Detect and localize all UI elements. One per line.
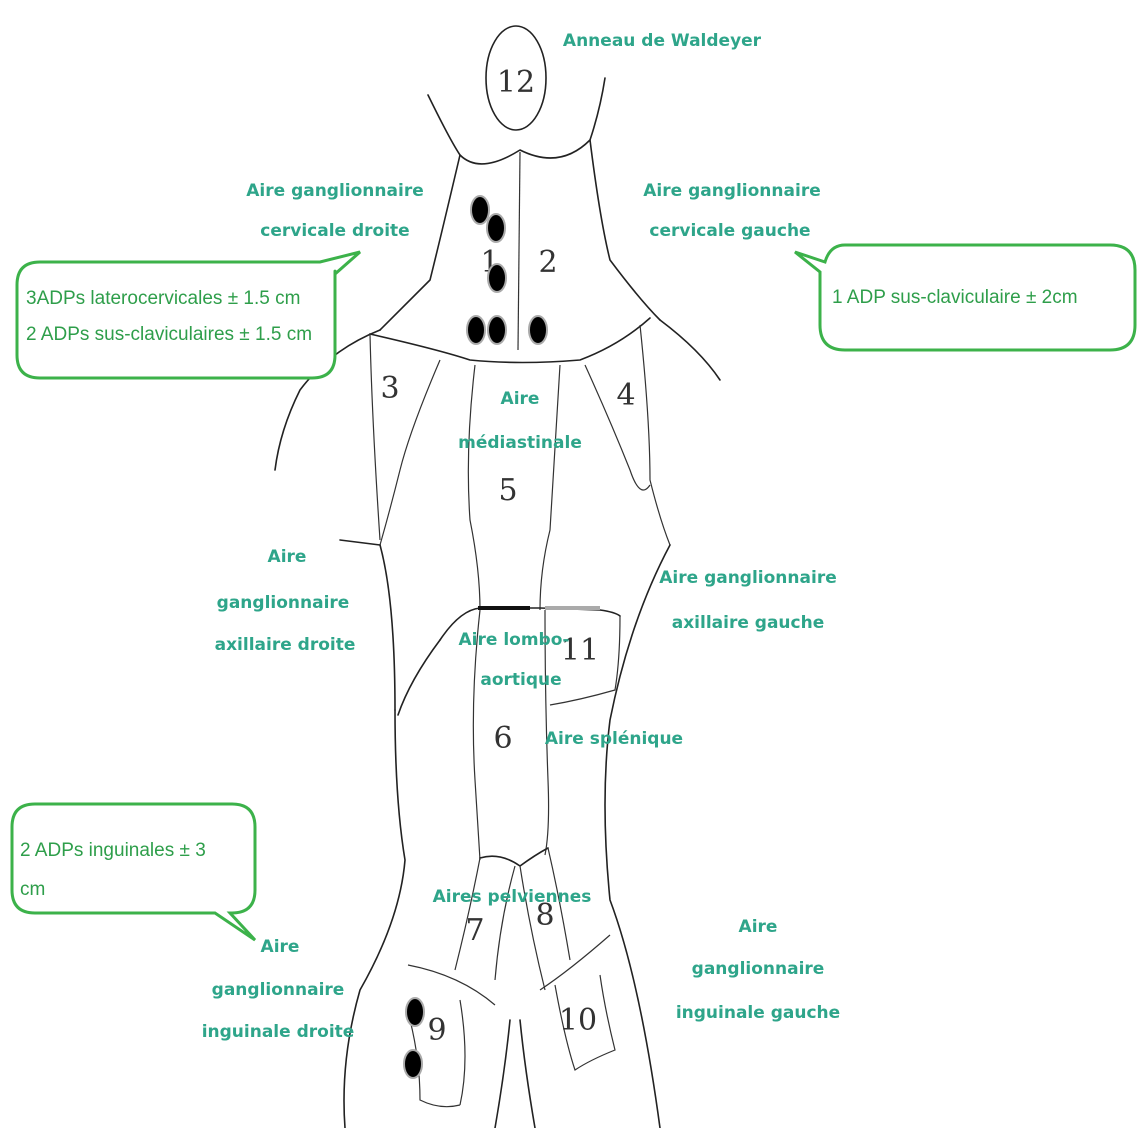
node-inguinal-2 bbox=[404, 1050, 422, 1078]
region-number-6: 6 bbox=[493, 721, 512, 756]
node-cervical-3 bbox=[488, 264, 506, 292]
callout-supraclavicular: 1 ADP sus-claviculaire ± 2cm bbox=[795, 245, 1135, 350]
label-mediastinale-1: Aire bbox=[501, 389, 540, 409]
title-waldeyer: Anneau de Waldeyer bbox=[563, 31, 762, 51]
left-torso-side bbox=[605, 545, 670, 1128]
right-torso-lower bbox=[344, 710, 405, 1128]
region-number-3: 3 bbox=[380, 371, 399, 406]
region-number-2: 2 bbox=[538, 245, 557, 280]
label-splenique: Aire splénique bbox=[545, 729, 683, 749]
region-number-10: 10 bbox=[559, 1003, 597, 1038]
label-cervicale-droite-2: cervicale droite bbox=[260, 221, 409, 241]
callout-inguinal: 2 ADPs inguinales ± 3 cm bbox=[12, 804, 255, 940]
region-5-right bbox=[468, 365, 480, 610]
label-lombo-aortique-2: aortique bbox=[480, 670, 561, 690]
right-torso-side bbox=[380, 545, 395, 710]
leg-inner-line bbox=[495, 1020, 510, 1128]
node-cervical-1 bbox=[471, 196, 489, 224]
clavicle-line bbox=[370, 318, 650, 363]
region-number-7: 7 bbox=[465, 913, 484, 948]
region-number-9: 9 bbox=[427, 1013, 446, 1048]
label-axillaire-droite-2: ganglionnaire bbox=[217, 593, 350, 613]
label-axillaire-droite-3: axillaire droite bbox=[215, 635, 356, 655]
label-axillaire-gauche-2: axillaire gauche bbox=[672, 613, 825, 633]
left-shoulder bbox=[660, 320, 720, 380]
label-inguinale-droite-1: Aire bbox=[261, 937, 300, 957]
node-supraclav-2 bbox=[488, 316, 506, 344]
pelvis-top bbox=[480, 848, 548, 866]
label-inguinale-droite-3: inguinale droite bbox=[202, 1022, 355, 1042]
region-9-inner bbox=[460, 1000, 465, 1105]
node-supraclav-left bbox=[529, 316, 547, 344]
region-10-top bbox=[540, 935, 610, 990]
callout-cervical-line-2: 2 ADPs sus-claviculaires ± 1.5 cm bbox=[26, 324, 312, 345]
right-abdomen bbox=[398, 640, 440, 715]
label-inguinale-droite-2: ganglionnaire bbox=[212, 980, 345, 1000]
node-supraclav-1 bbox=[467, 316, 485, 344]
label-mediastinale-2: médiastinale bbox=[458, 433, 582, 453]
leg-inner-line-2 bbox=[520, 1020, 535, 1128]
neck-midline bbox=[518, 152, 520, 350]
node-inguinal-1 bbox=[406, 998, 424, 1026]
region-number-12: 12 bbox=[497, 65, 535, 100]
region-number-4: 4 bbox=[616, 378, 635, 413]
label-cervicale-gauche-2: cervicale gauche bbox=[649, 221, 810, 241]
region-3-outer bbox=[370, 334, 380, 540]
label-inguinale-gauche-1: Aire bbox=[739, 917, 778, 937]
callout-supraclavicular-text: 1 ADP sus-claviculaire ± 2cm bbox=[832, 287, 1078, 308]
label-axillaire-droite-1: Aire bbox=[268, 547, 307, 567]
area-labels: Anneau de Waldeyer Aire ganglionnaire ce… bbox=[202, 31, 840, 1042]
callout-cervical: 3ADPs laterocervicales ± 1.5 cm 2 ADPs s… bbox=[17, 252, 360, 378]
region-9-top bbox=[408, 965, 495, 1005]
callout-cervical-box bbox=[17, 252, 360, 378]
callout-inguinal-box bbox=[12, 804, 255, 940]
label-pelviennes: Aires pelviennes bbox=[433, 887, 592, 907]
label-inguinale-gauche-3: inguinale gauche bbox=[676, 1003, 840, 1023]
callout-inguinal-line-1: 2 ADPs inguinales ± 3 bbox=[20, 840, 206, 861]
label-inguinale-gauche-2: ganglionnaire bbox=[692, 959, 825, 979]
region-5-left bbox=[540, 365, 560, 610]
region-number-5: 5 bbox=[498, 473, 517, 508]
label-lombo-aortique-1: Aire lombo- bbox=[459, 630, 570, 650]
callout-inguinal-line-2: cm bbox=[20, 879, 45, 900]
region-7-left bbox=[495, 866, 515, 980]
region-4-outer bbox=[640, 325, 670, 545]
callout-cervical-line-1: 3ADPs laterocervicales ± 1.5 cm bbox=[26, 288, 300, 309]
label-cervicale-droite-1: Aire ganglionnaire bbox=[246, 181, 423, 201]
label-axillaire-gauche-1: Aire ganglionnaire bbox=[659, 568, 836, 588]
right-axilla-pointer bbox=[340, 540, 380, 545]
label-cervicale-gauche-1: Aire ganglionnaire bbox=[643, 181, 820, 201]
node-cervical-2 bbox=[487, 214, 505, 242]
